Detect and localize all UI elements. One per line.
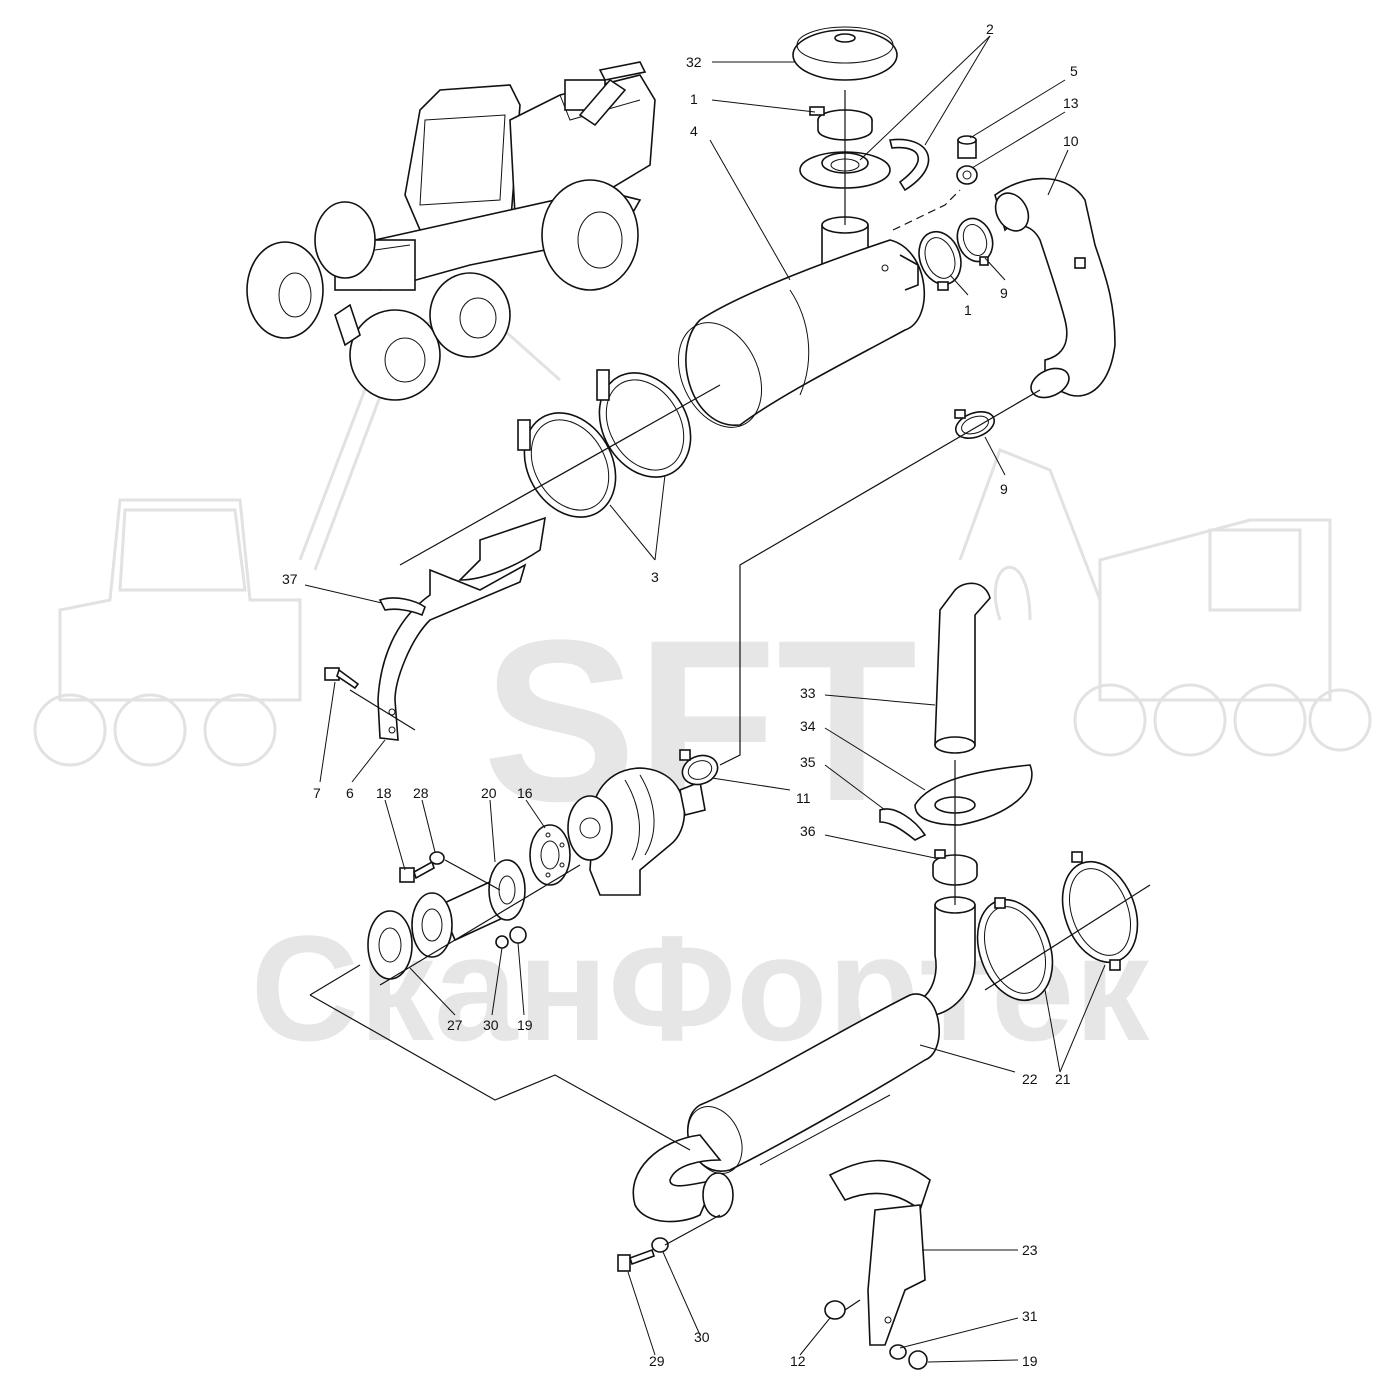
callout-1-top: 1 <box>690 91 698 107</box>
callout-32: 32 <box>686 54 702 70</box>
callout-5: 5 <box>1070 63 1078 79</box>
flange-27 <box>367 892 453 980</box>
muffler-bracket-23 <box>828 1159 931 1346</box>
callout-12: 12 <box>790 1353 806 1369</box>
gasket-2 <box>889 138 930 192</box>
bolt-18 <box>399 860 435 883</box>
callout-7: 7 <box>313 785 321 801</box>
band-clamp-21-front <box>976 897 1054 1002</box>
callout-2: 2 <box>986 21 994 37</box>
callout-31: 31 <box>1022 1308 1038 1324</box>
callout-30-upper: 30 <box>483 1017 499 1033</box>
nut-19-upper <box>509 926 527 944</box>
callout-4: 4 <box>690 123 698 139</box>
callout-18: 18 <box>376 785 392 801</box>
hose-clamp-1-outlet <box>918 230 962 291</box>
connecting-pipe-20 <box>438 859 526 942</box>
callout-11: 11 <box>796 790 811 806</box>
exhaust-stack-33 <box>934 582 991 754</box>
forwarder-machine <box>246 61 656 401</box>
precleaner-cap-32 <box>792 26 898 81</box>
nut-13 <box>956 165 978 185</box>
band-clamp-3-front <box>517 412 617 518</box>
callout-33: 33 <box>800 685 816 701</box>
watermark: SFT СканФортек <box>33 298 1372 1072</box>
washer-31 <box>889 1344 907 1360</box>
callout-30-lower: 30 <box>694 1329 710 1345</box>
callout-29: 29 <box>649 1353 665 1369</box>
assembly-lines <box>309 90 1151 1311</box>
turbocharger <box>567 767 706 896</box>
bolt-29 <box>617 1248 656 1272</box>
callout-21: 21 <box>1055 1071 1071 1087</box>
plug-5 <box>957 135 977 159</box>
callout-19-upper: 19 <box>517 1017 533 1033</box>
watermark-harvester-right <box>958 448 1372 757</box>
air-filter-housing-4 <box>677 216 926 428</box>
callout-20: 20 <box>481 785 497 801</box>
callout-28: 28 <box>413 785 429 801</box>
callout-labels: 32 2 5 13 1 4 10 1 9 9 3 37 33 34 35 36 … <box>282 21 1079 1369</box>
callout-1-outlet: 1 <box>964 302 972 318</box>
callout-37: 37 <box>282 571 298 587</box>
callout-23: 23 <box>1022 1242 1038 1258</box>
washer-28 <box>429 851 445 865</box>
flange-16 <box>529 824 571 886</box>
band-clamp-21-rear <box>1061 851 1139 971</box>
rubber-pad-37 <box>378 597 426 617</box>
washer-30-lower <box>651 1237 669 1253</box>
callout-10: 10 <box>1063 133 1079 149</box>
callout-9-lower: 9 <box>1000 481 1008 497</box>
hose-clamp-1-top <box>809 106 873 141</box>
leader-lines <box>304 35 1106 1363</box>
muffler-22 <box>632 896 976 1223</box>
hose-clamp-11 <box>679 749 719 786</box>
callout-3: 3 <box>651 569 659 585</box>
nut-12 <box>824 1300 846 1320</box>
callout-35: 35 <box>800 754 816 770</box>
callout-22: 22 <box>1022 1071 1038 1087</box>
callout-19-lower: 19 <box>1022 1353 1038 1369</box>
watermark-tractor-left <box>33 298 561 767</box>
callout-13: 13 <box>1063 95 1079 111</box>
washer-30-upper <box>495 935 509 949</box>
nut-19-lower <box>908 1350 928 1370</box>
hose-clamp-9-upper <box>956 217 994 266</box>
rubber-pad-35 <box>879 808 927 841</box>
callout-9-upper: 9 <box>1000 285 1008 301</box>
callout-27: 27 <box>447 1017 463 1033</box>
rain-cover-34 <box>914 764 1033 826</box>
bolt-7 <box>324 667 360 690</box>
intake-hose-10 <box>994 177 1116 399</box>
band-clamp-3-rear <box>596 369 692 478</box>
callout-36: 36 <box>800 823 816 839</box>
callout-6: 6 <box>346 785 354 801</box>
callout-16: 16 <box>517 785 533 801</box>
callout-34: 34 <box>800 718 816 734</box>
